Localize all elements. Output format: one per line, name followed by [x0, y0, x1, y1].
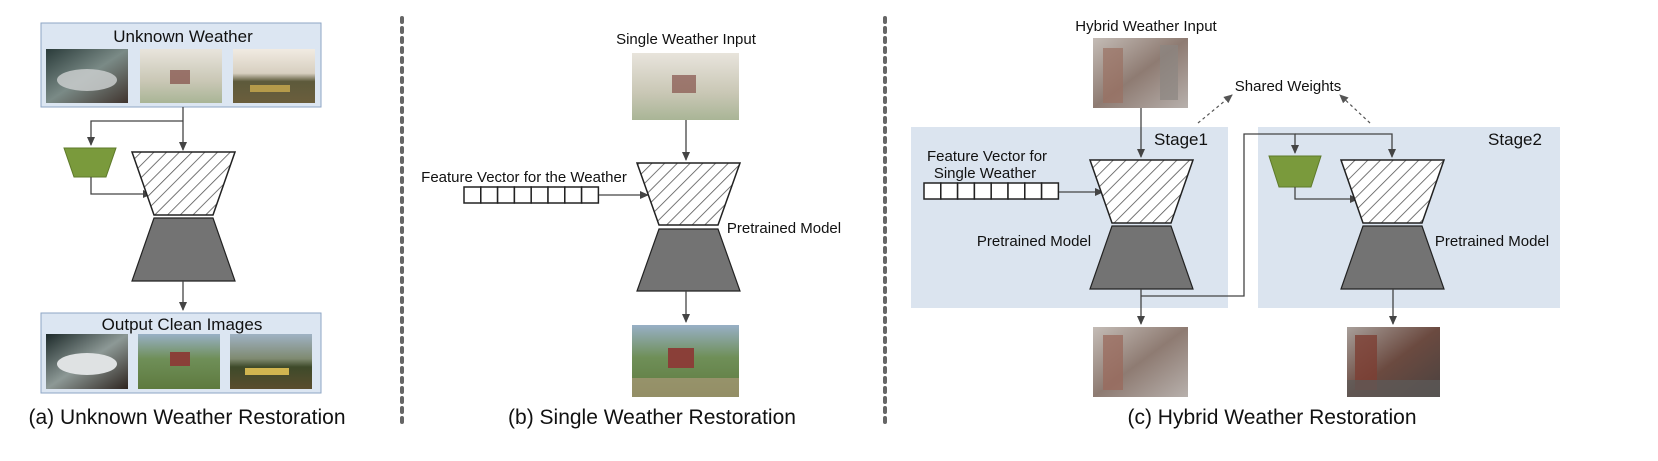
- feature-vector-cell: [547, 186, 566, 204]
- feature-vector-cell: [480, 186, 499, 204]
- shared-weights-label: Shared Weights: [1235, 78, 1341, 95]
- shared-arrow-right: [1339, 94, 1371, 124]
- feature-vector-cell: [530, 186, 549, 204]
- output-title: Output Clean Images: [102, 315, 263, 334]
- encoder-block: [130, 151, 237, 216]
- feature-vector-cell: [1040, 182, 1060, 200]
- feature-vector-label-c-2: Single Weather: [934, 165, 1036, 182]
- feature-vector-cell: [990, 182, 1009, 200]
- adapter-block-stage2: [1268, 155, 1322, 188]
- caption-b: (b) Single Weather Restoration: [508, 406, 796, 429]
- encoder-block-stage1: [1088, 159, 1195, 224]
- feature-vector-cell: [564, 186, 583, 204]
- field-cars-image: [233, 49, 315, 103]
- feature-vector-cell: [463, 186, 482, 204]
- feature-vector-b: [463, 186, 600, 204]
- encoder-block-b: [635, 162, 742, 226]
- input-title: Unknown Weather: [113, 27, 253, 46]
- arrow-adapter-to-encoder-stage2: [1294, 187, 1359, 203]
- decoder-block-stage1: [1089, 225, 1194, 290]
- feature-vector-label-b: Feature Vector for the Weather: [421, 169, 627, 186]
- shared-arrow-left: [1197, 94, 1233, 124]
- arrow-in-to-adapter: [87, 120, 183, 146]
- decoder-block-b: [636, 228, 741, 292]
- feature-vector-cell: [973, 182, 992, 200]
- feature-vector-cell: [496, 186, 516, 204]
- caption-a: (a) Unknown Weather Restoration: [28, 406, 345, 429]
- encoder-block-stage2: [1339, 159, 1446, 224]
- caption-c: (c) Hybrid Weather Restoration: [1127, 406, 1416, 429]
- pretrained-model-label-c2: Pretrained Model: [1435, 233, 1549, 250]
- feature-vector-cell: [923, 182, 942, 200]
- stage1-label: Stage1: [1154, 130, 1208, 149]
- pretrained-model-label-b: Pretrained Model: [727, 220, 841, 237]
- pretrained-model-label-c1: Pretrained Model: [977, 233, 1091, 250]
- feature-vector-cell: [513, 186, 532, 204]
- feature-vector-label-c-1: Feature Vector for: [927, 148, 1047, 165]
- decoder-block: [131, 217, 236, 282]
- feature-vector-cell: [1007, 182, 1026, 200]
- feature-vector-c: [923, 182, 1060, 200]
- arrow-stage1-to-stage2-encoder: [1295, 133, 1396, 158]
- single-input-label: Single Weather Input: [616, 31, 757, 48]
- feature-vector-cell: [1024, 182, 1043, 200]
- arrow-stage1-to-adapter: [1141, 133, 1299, 297]
- stage2-label: Stage2: [1488, 130, 1542, 149]
- decoder-block-stage2: [1340, 225, 1445, 290]
- clean-field-image: [230, 334, 312, 389]
- feature-vector-cell: [580, 186, 600, 204]
- adapter-block: [63, 147, 117, 178]
- panel-b: Single Weather Input Feature Vector for …: [421, 31, 841, 429]
- feature-vector-cell: [956, 182, 976, 200]
- panel-c: Hybrid Weather Input Shared Weights Stag…: [911, 18, 1560, 429]
- panel-a: Unknown Weather Output Clean Images (a) …: [28, 22, 346, 429]
- arrow-adapter-to-encoder: [90, 177, 152, 198]
- hybrid-input-label: Hybrid Weather Input: [1075, 18, 1217, 35]
- feature-vector-cell: [940, 182, 959, 200]
